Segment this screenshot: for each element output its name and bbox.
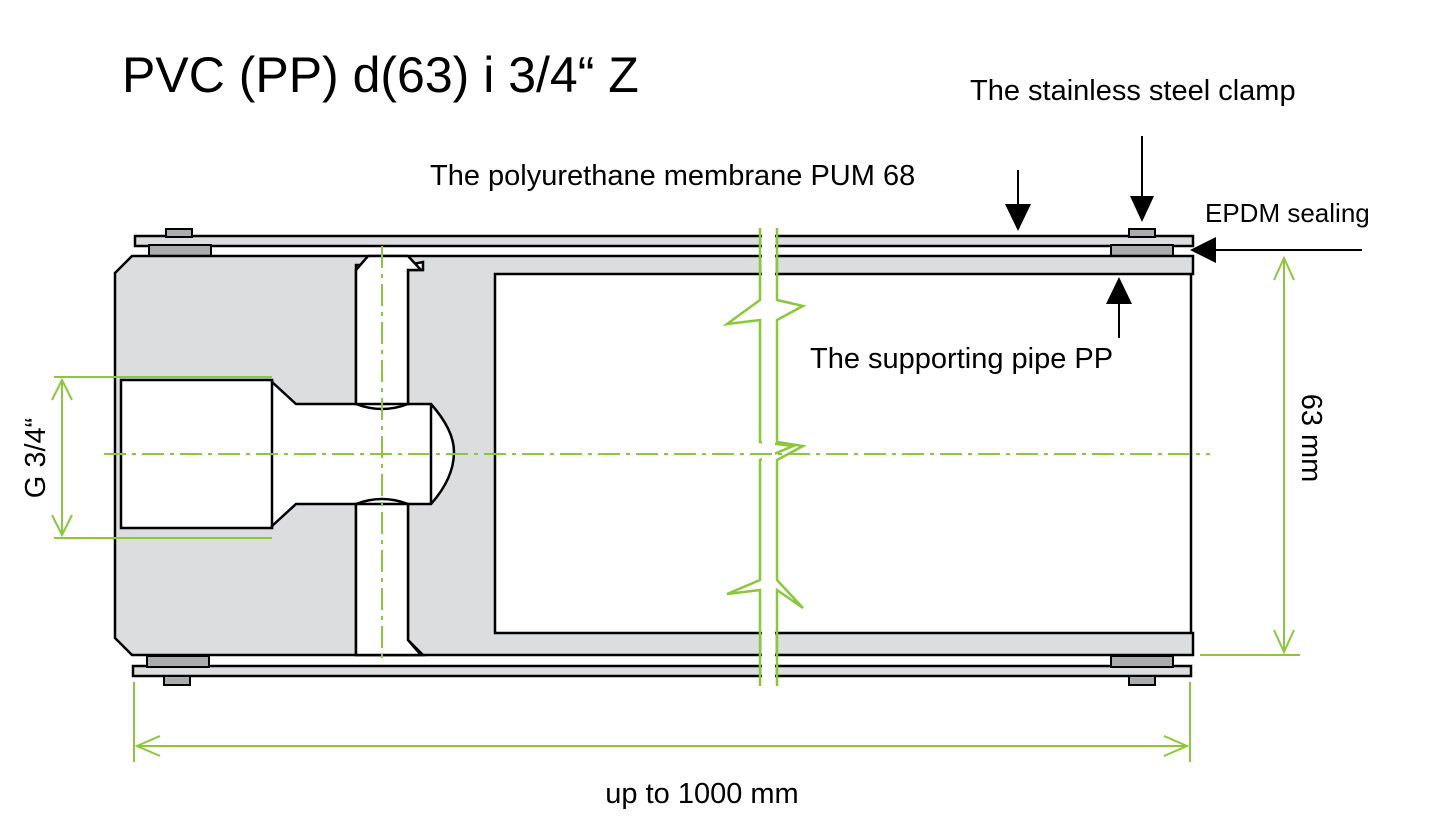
break-line-left xyxy=(722,228,798,686)
clamp-bottom-right xyxy=(1110,655,1174,668)
channel-edge-bottom xyxy=(355,497,409,506)
dim-thread-label: G 3/4“ xyxy=(20,418,52,499)
clamp-bottom-left xyxy=(146,655,210,668)
label-supporting-pipe: The supporting pipe PP xyxy=(810,343,1113,375)
arrow-membrane-head xyxy=(1005,204,1031,231)
clamp-top-right-cap xyxy=(1128,228,1156,238)
clamp-bottom-left-cap xyxy=(163,675,191,686)
dim-length-arrow-left xyxy=(134,735,161,757)
dim-diameter-label: 63 mm xyxy=(1295,394,1327,483)
membrane-bottom-strip xyxy=(131,664,1193,678)
dim-diameter-arrow-top xyxy=(1273,255,1295,281)
clamp-top-left xyxy=(148,244,212,257)
dim-diameter-arrow-bottom xyxy=(1273,629,1295,655)
label-sealing: EPDM sealing xyxy=(1205,198,1370,228)
arrow-clamp-head xyxy=(1130,196,1154,222)
cross-channel xyxy=(354,254,424,406)
dim-thread-arrow-bottom xyxy=(51,514,73,538)
break-gap xyxy=(762,230,775,684)
dim-thread-arrow-top xyxy=(51,377,73,401)
dim-length-arrow-right xyxy=(1163,735,1190,757)
arrow-sealing-head xyxy=(1190,237,1216,263)
arrow-pipe-head xyxy=(1106,277,1132,304)
label-membrane: The polyurethane membrane PUM 68 xyxy=(430,160,915,192)
clamp-top-right xyxy=(1110,244,1174,257)
membrane-top-strip xyxy=(133,234,1195,248)
clamp-bottom-right-cap xyxy=(1128,675,1156,686)
diagram-title: PVC (PP) d(63) i 3/4“ Z xyxy=(122,47,639,103)
dim-length-label: up to 1000 mm xyxy=(605,778,798,810)
label-clamp: The stainless steel clamp xyxy=(970,75,1296,107)
break-line-right xyxy=(775,228,807,686)
clamp-top-left-cap xyxy=(165,228,193,238)
